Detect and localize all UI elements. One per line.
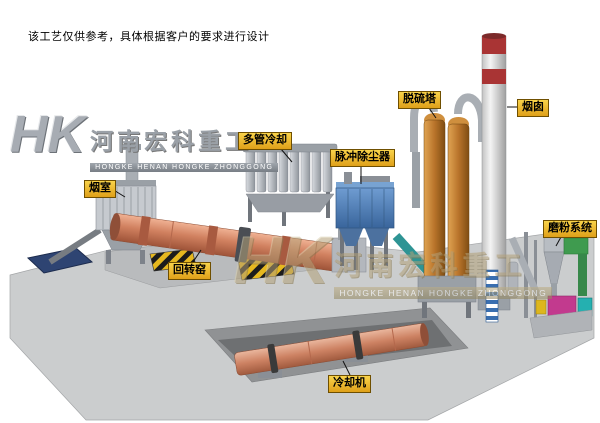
multi-tube-cooler (242, 143, 338, 226)
label-cooler: 冷却机 (328, 375, 371, 393)
label-desulfurization-tower: 脱硫塔 (398, 91, 441, 109)
grinding-system (508, 232, 593, 339)
leader-rotary-kiln (192, 249, 202, 263)
pulse-dust-collector (335, 172, 395, 270)
leader-cooler (342, 360, 351, 376)
desulfurization-towers (410, 93, 486, 318)
feed-pad (26, 247, 94, 274)
label-pulse-dust-collector: 脉冲除尘器 (330, 149, 395, 167)
leader-desulfurization-tower (428, 107, 437, 119)
leader-grinding-system (555, 236, 562, 247)
label-grinding-system: 磨粉系统 (543, 220, 597, 238)
label-chimney: 烟囱 (517, 99, 549, 117)
girth-gear (234, 226, 251, 263)
disclaimer-text: 该工艺仅供参考，具体根据客户的要求进行设计 (28, 31, 270, 43)
striped-column (485, 269, 499, 323)
feed-conveyor (48, 227, 102, 265)
small-tank (507, 261, 519, 299)
leader-multi-tube-cooler (280, 148, 293, 163)
cooling-machine (234, 323, 429, 376)
label-multi-tube-cooler: 多管冷却 (238, 132, 292, 150)
label-smoke-chamber: 烟室 (84, 180, 116, 198)
chimney (477, 33, 511, 311)
label-rotary-kiln: 回转窑 (168, 262, 211, 280)
rotary-kiln (109, 213, 346, 273)
leader-lines (111, 106, 562, 376)
